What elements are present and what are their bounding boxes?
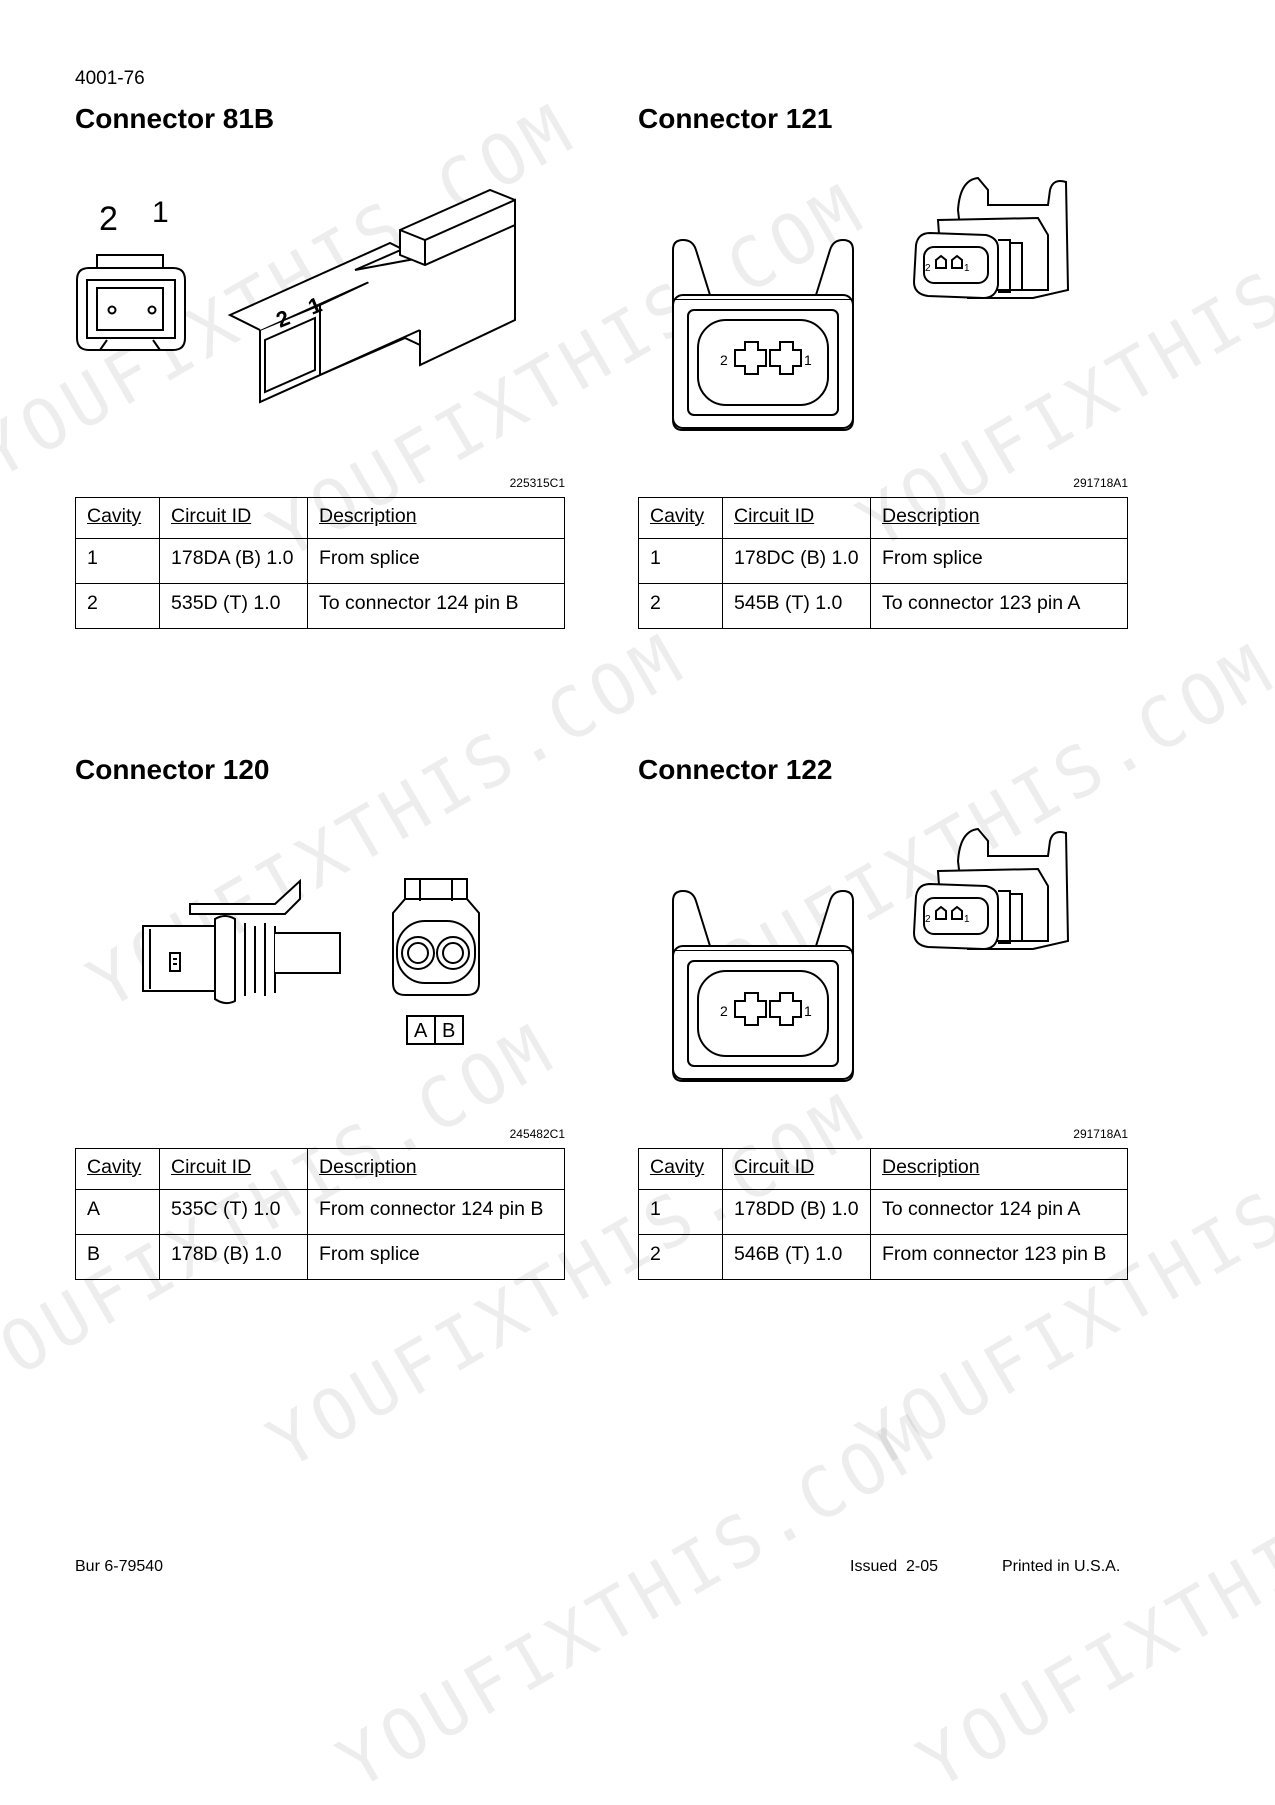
cavity-cell: 2	[638, 1234, 723, 1280]
column-header: Circuit ID	[159, 497, 308, 539]
table-row: 1 178DA (B) 1.0 From splice	[75, 538, 565, 584]
circuit-id-cell: 178DA (B) 1.0	[159, 538, 308, 584]
pinout-table: Cavity Circuit ID Description A 535C (T)…	[75, 1148, 565, 1280]
description-cell: From connector 124 pin B	[307, 1189, 565, 1235]
footer-issued: Issued 2-05	[850, 1558, 939, 1575]
cavity-label: 2	[720, 1003, 728, 1019]
description-cell: To connector 124 pin B	[307, 583, 565, 629]
table-header-row: Cavity Circuit ID Description	[75, 497, 565, 539]
section-connector-122: Connector 122 2 1 2 1 291718A1 C	[638, 754, 1128, 1280]
cavity-label: 2	[925, 263, 931, 274]
watermark: YOUFIXTHIS.COM	[324, 1396, 950, 1805]
connector-120-drawing: A B	[142, 878, 480, 1045]
cavity-label: 2	[925, 914, 931, 925]
figure-id: 291718A1	[1073, 1127, 1128, 1141]
table-header-row: Cavity Circuit ID Description	[638, 1148, 1128, 1190]
section-title: Connector 81B	[75, 103, 275, 134]
connector-81b-drawing: 2 1 2 1	[76, 188, 516, 404]
column-header: Circuit ID	[722, 1148, 871, 1190]
circuit-id-cell: 178DD (B) 1.0	[722, 1189, 871, 1235]
connector-figure: 2 1 2 1 225315C1	[75, 150, 565, 490]
description-cell: From splice	[307, 538, 565, 584]
column-header: Description	[870, 497, 1128, 539]
cavity-label: 1	[152, 196, 169, 229]
column-header: Description	[870, 1148, 1128, 1190]
pinout-table: Cavity Circuit ID Description 1 178DD (B…	[638, 1148, 1128, 1280]
cavity-label: 1	[964, 263, 970, 274]
pinout-table: Cavity Circuit ID Description 1 178DC (B…	[638, 497, 1128, 629]
cavity-label: A	[414, 1020, 428, 1042]
column-header: Circuit ID	[722, 497, 871, 539]
table-row: B 178D (B) 1.0 From splice	[75, 1234, 565, 1280]
circuit-id-cell: 535D (T) 1.0	[159, 583, 308, 629]
footer-document-number: Bur 6-79540	[75, 1558, 164, 1575]
circuit-id-cell: 178DC (B) 1.0	[722, 538, 871, 584]
footer-printed: Printed in U.S.A.	[1002, 1558, 1121, 1575]
connector-121-drawing: 2 1 2 1	[672, 176, 1070, 431]
section-connector-120: Connector 120 A B 245482C1	[75, 754, 565, 1280]
table-row: 2 546B (T) 1.0 From connector 123 pin B	[638, 1234, 1128, 1280]
column-header: Circuit ID	[159, 1148, 308, 1190]
watermark: YOUFIXTHIS.COM	[904, 1396, 1275, 1805]
table-row: 2 535D (T) 1.0 To connector 124 pin B	[75, 583, 565, 629]
cavity-cell: 2	[638, 583, 723, 629]
pinout-table: Cavity Circuit ID Description 1 178DA (B…	[75, 497, 565, 629]
figure-id: 291718A1	[1073, 476, 1128, 490]
table-row: 2 545B (T) 1.0 To connector 123 pin A	[638, 583, 1128, 629]
circuit-id-cell: 546B (T) 1.0	[722, 1234, 871, 1280]
cavity-label: B	[442, 1020, 455, 1042]
figure-id: 245482C1	[509, 1127, 565, 1141]
section-title: Connector 120	[75, 754, 270, 785]
cavity-label: 1	[964, 914, 970, 925]
page-number: 4001-76	[75, 68, 145, 89]
table-row: 1 178DD (B) 1.0 To connector 124 pin A	[638, 1189, 1128, 1235]
table-row: 1 178DC (B) 1.0 From splice	[638, 538, 1128, 584]
circuit-id-cell: 535C (T) 1.0	[159, 1189, 308, 1235]
connector-figure: A B 245482C1	[75, 801, 565, 1141]
column-header: Cavity	[75, 1148, 160, 1190]
section-connector-81b: Connector 81B 2 1 2 1 2253	[75, 103, 565, 629]
cavity-label: 1	[804, 1003, 812, 1019]
section-title: Connector 122	[638, 754, 833, 785]
column-header: Description	[307, 497, 565, 539]
figure-id: 225315C1	[509, 476, 565, 490]
connector-122-drawing: 2 1 2 1	[672, 827, 1070, 1082]
cavity-label: 2	[720, 352, 728, 368]
cavity-cell: B	[75, 1234, 160, 1280]
connector-figure: 2 1 2 1 291718A1	[638, 150, 1128, 490]
cavity-cell: 1	[638, 538, 723, 584]
table-row: A 535C (T) 1.0 From connector 124 pin B	[75, 1189, 565, 1235]
section-title: Connector 121	[638, 103, 833, 134]
cavity-cell: 2	[75, 583, 160, 629]
cavity-cell: 1	[75, 538, 160, 584]
description-cell: From splice	[307, 1234, 565, 1280]
cavity-cell: 1	[638, 1189, 723, 1235]
column-header: Description	[307, 1148, 565, 1190]
description-cell: From splice	[870, 538, 1128, 584]
circuit-id-cell: 178D (B) 1.0	[159, 1234, 308, 1280]
table-header-row: Cavity Circuit ID Description	[638, 497, 1128, 539]
cavity-label: 1	[804, 352, 812, 368]
column-header: Cavity	[638, 1148, 723, 1190]
section-connector-121: Connector 121 2 1 2 1 291718A1 C	[638, 103, 1128, 629]
cavity-label: 2	[99, 200, 118, 238]
description-cell: To connector 123 pin A	[870, 583, 1128, 629]
column-header: Cavity	[75, 497, 160, 539]
description-cell: From connector 123 pin B	[870, 1234, 1128, 1280]
column-header: Cavity	[638, 497, 723, 539]
description-cell: To connector 124 pin A	[870, 1189, 1128, 1235]
circuit-id-cell: 545B (T) 1.0	[722, 583, 871, 629]
table-header-row: Cavity Circuit ID Description	[75, 1148, 565, 1190]
connector-figure: 2 1 2 1 291718A1	[638, 801, 1128, 1141]
cavity-cell: A	[75, 1189, 160, 1235]
